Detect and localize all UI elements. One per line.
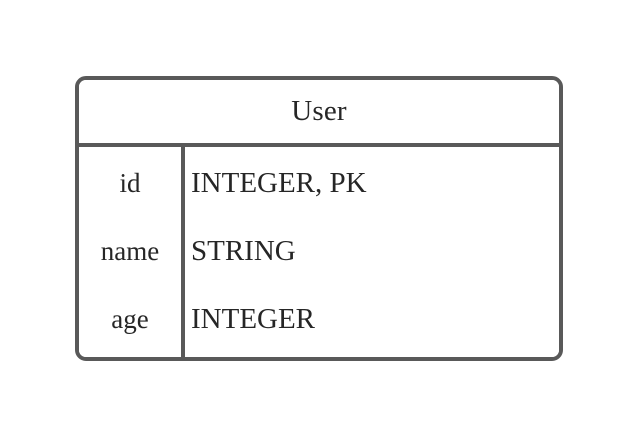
attribute-types-column: INTEGER, PK STRING INTEGER [185,147,559,357]
attribute-type-age: INTEGER [191,302,316,335]
attribute-name-name: name [100,235,160,266]
entity-body: id name age INTEGER, PK STRING INTEGER [79,147,559,357]
attribute-type-name: STRING [191,234,296,267]
attribute-name-age: age [111,303,149,334]
entity-title: User [291,95,347,127]
entity-box-user[interactable]: User id name age INTEGER, PK STRING INTE… [75,76,563,361]
attribute-type-id: INTEGER, PK [191,166,367,199]
entity-header: User [79,80,559,147]
attribute-names-column: id name age [79,147,185,357]
attribute-name-id: id [119,167,141,198]
